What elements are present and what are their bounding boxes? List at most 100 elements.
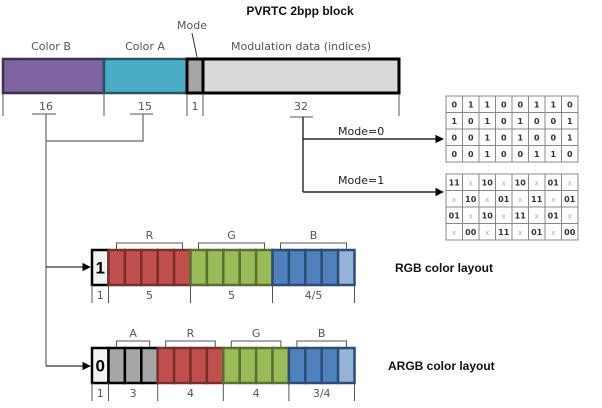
group-bracket — [116, 340, 151, 347]
bit-underlines — [32, 113, 313, 118]
grid-cell-value: 0 — [534, 117, 540, 126]
bit-cell-g — [271, 346, 291, 385]
bit-cell-g — [222, 248, 241, 287]
grid-cell-value: x — [535, 212, 539, 220]
grid-cell-value: 0 — [501, 133, 507, 142]
grid-cell-value: 10 — [482, 211, 494, 220]
bit-cell-b — [287, 346, 307, 385]
block-bar — [1, 57, 401, 95]
grid-cell-value: 01 — [531, 228, 543, 237]
block-field-1 — [102, 57, 189, 95]
bit-count-label: 1 — [97, 289, 104, 302]
bit-cell-g — [205, 248, 225, 287]
grid-cell-value: 00 — [465, 228, 477, 237]
bit-count-label: 4 — [187, 387, 194, 400]
grid-cell-value: 0 — [550, 133, 556, 142]
grid-cell-value: 0 — [468, 133, 474, 142]
grid-cell-value: x — [485, 196, 489, 204]
grid-cell-value: 1 — [484, 117, 490, 126]
grid-cell-value: 1 — [517, 133, 523, 142]
grid-cell-value: 11 — [531, 195, 543, 204]
grid-cell-value: x — [469, 212, 473, 220]
group-label-b: B — [310, 229, 318, 242]
bit-count-label: 4/5 — [305, 289, 323, 302]
grid-cell-value: x — [485, 229, 489, 237]
grid-cell-value: 1 — [567, 133, 573, 142]
group-bracket — [116, 242, 183, 249]
grid-cell-value: 1 — [484, 150, 490, 159]
bit-cell-b — [304, 248, 323, 287]
grid-cell — [561, 223, 579, 241]
grid-cell-value: x — [551, 229, 555, 237]
grid-cell-value: 1 — [484, 100, 490, 109]
bit-cell-b — [320, 248, 340, 287]
group-bracket — [296, 340, 347, 347]
grid-cell-value: 0 — [501, 100, 507, 109]
grid-cell-value: 0 — [501, 150, 507, 159]
bit-count-label: 5 — [146, 289, 153, 302]
grid-cell-value: x — [518, 229, 522, 237]
grid-cell-value: 0 — [567, 100, 573, 109]
grid-cell-value: 00 — [564, 228, 576, 237]
mode1-label: Mode=1 — [338, 174, 384, 187]
bit-cell-a — [123, 346, 143, 385]
diagram-title: PVRTC 2bpp block — [246, 4, 354, 18]
modulation-label: Modulation data (indices) — [231, 40, 371, 53]
group-label-r: R — [187, 327, 195, 340]
mode-pointer — [191, 32, 198, 58]
mode-label: Mode — [177, 19, 207, 32]
grid-cell-value: 0 — [517, 150, 523, 159]
grid-cell-value: 1 — [517, 117, 523, 126]
grid-cell-value: x — [568, 212, 572, 220]
grid-cell-value: x — [502, 179, 506, 187]
group-bracket — [198, 242, 265, 249]
grid-cell-value: 1 — [534, 150, 540, 159]
bit-cell-g — [238, 248, 258, 287]
bit-cell-r — [205, 346, 225, 385]
bit-cell-r — [107, 248, 127, 287]
bit-cell-g — [222, 346, 241, 385]
color-connectors — [45, 114, 144, 366]
group-label-b: B — [318, 327, 326, 340]
grid-cell-value: 01 — [548, 211, 560, 220]
grid-cell-value: 10 — [465, 195, 477, 204]
grid-cell-value: x — [452, 196, 456, 204]
block-field-2 — [185, 57, 205, 95]
bit-count-label: 3 — [130, 387, 137, 400]
bit-cell-r — [189, 346, 209, 385]
bit-cell-b — [271, 248, 291, 287]
grid-cell-value: 1 — [451, 117, 457, 126]
grid-cell-value: 1 — [550, 100, 556, 109]
grid-cell-value: 10 — [515, 178, 527, 187]
grid-cell-value: 11 — [515, 211, 527, 220]
block-field-0 — [1, 57, 106, 95]
grid-cell-value: 0 — [468, 150, 474, 159]
bit-cell-g — [238, 346, 258, 385]
grid-cell-value: 1 — [484, 133, 490, 142]
flag-bit-value: 0 — [96, 357, 105, 376]
bit-cell-r — [172, 248, 192, 287]
bit-cell-r — [140, 248, 159, 287]
bit-cell-g — [254, 346, 274, 385]
bit-cell-b — [287, 248, 307, 287]
group-label-a: A — [129, 327, 137, 340]
bit-cell-r — [156, 248, 176, 287]
grid-cell-value: 11 — [449, 178, 461, 187]
grid-cell-value: 0 — [517, 100, 523, 109]
color-a-label: Color A — [125, 40, 165, 53]
grid-cell-value: 0 — [534, 133, 540, 142]
grid-cell-value: 11 — [498, 228, 510, 237]
grid-cell-value: x — [568, 179, 572, 187]
argb-layout-label: ARGB color layout — [388, 359, 495, 373]
group-label-r: R — [146, 229, 154, 242]
grid-cell-value: 10 — [482, 178, 494, 187]
bit-cell-b — [336, 248, 356, 287]
color-b-label: Color B — [31, 40, 71, 53]
grid-cell-value: x — [502, 212, 506, 220]
grid-cell — [561, 145, 579, 163]
color-b-bits: 16 — [39, 100, 53, 113]
bit-cell-r — [123, 248, 143, 287]
bit-count-label: 5 — [228, 289, 235, 302]
grid-cell-value: 1 — [567, 117, 573, 126]
